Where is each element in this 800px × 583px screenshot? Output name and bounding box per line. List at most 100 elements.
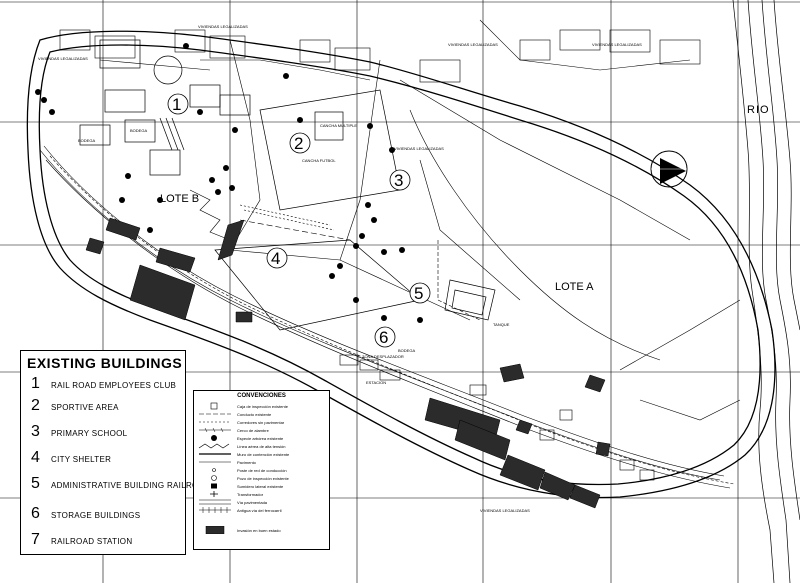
- convention-label: Corredores sin pavimentar: [237, 419, 285, 425]
- vivienda-label-1: VIVIENDAS LEGALIZADAS: [38, 56, 88, 61]
- convention-label: Vía pavimentada: [237, 499, 268, 505]
- tree-icon: [211, 435, 217, 441]
- bodega-label-2: BODEGA: [130, 128, 147, 133]
- legend-item: 4 CITY SHELTER: [31, 449, 111, 467]
- unpaved-path-icon: [199, 421, 231, 423]
- north-arrow-icon: [650, 150, 688, 188]
- convention-row: Especie arbórea existente: [197, 434, 326, 442]
- convention-label: Sumidero lateral existente: [237, 483, 284, 489]
- convention-label: Poste de red de conducción: [237, 467, 287, 473]
- legend-item: 6 STORAGE BUILDINGS: [31, 505, 140, 523]
- legend-item-number: 3: [31, 423, 40, 440]
- convention-label: Invasión en buen estado: [237, 527, 281, 533]
- legend-item-label: STORAGE BUILDINGS: [51, 511, 141, 520]
- convention-row: Transformador: [197, 490, 326, 498]
- legend-item: 3 PRIMARY SCHOOL: [31, 423, 127, 441]
- convention-row: Antigua vía del ferrocarril: [197, 506, 326, 514]
- zone-number-4: 4: [271, 249, 280, 268]
- convention-label: Transformador: [237, 491, 264, 497]
- zone-number-2: 2: [294, 134, 303, 153]
- zone-number-5: 5: [414, 284, 423, 303]
- wire-fence-icon: [199, 427, 231, 433]
- bodega-label-1: BODEGA: [78, 138, 95, 143]
- legend-title: EXISTING BUILDINGS: [27, 355, 183, 371]
- pavement-icon: [199, 461, 231, 463]
- lote-a-label: LOTE A: [555, 281, 594, 293]
- zone-marker-5: [409, 282, 431, 304]
- zone-number-6: 6: [379, 328, 388, 347]
- lote-b-label: LOTE B: [160, 193, 199, 205]
- convention-row: Conducto existente: [197, 410, 326, 418]
- convention-row: Línea aérea de alta tensión: [197, 442, 326, 450]
- zone-marker-4: [266, 247, 288, 269]
- bodega-label-3: BODEGA: [398, 348, 415, 353]
- vivienda-label-2: VIVIENDAS LEGALIZADAS: [198, 24, 248, 29]
- legend-item: 7 RAILROAD STATION: [31, 531, 132, 549]
- manhole-icon: [211, 475, 217, 481]
- zona-desplazador-label: ZONA DESPLAZADOR: [362, 354, 404, 359]
- zone-marker-1: [167, 93, 189, 115]
- conventions-title: CONVENCIONES: [237, 393, 286, 399]
- legend-item-label: RAILROAD STATION: [51, 537, 133, 546]
- zone-number-labels: 1 2 3 4 5 6: [172, 95, 423, 347]
- invasion-hatch-icon: [205, 526, 225, 534]
- conduit-line-icon: [199, 413, 231, 415]
- track-side-buildings: [339, 354, 655, 481]
- legend-item: 5 ADMINISTRATIVE BUILDING RAILROAD: [31, 475, 210, 493]
- side-drain-icon: [211, 483, 217, 489]
- legend-item: 1 RAIL ROAD EMPLOYEES CLUB: [31, 375, 176, 393]
- legend-item: 2 SPORTIVE AREA: [31, 397, 119, 415]
- legend-item-label: ADMINISTRATIVE BUILDING RAILROAD: [51, 481, 211, 490]
- convention-label: Conducto existente: [237, 411, 272, 417]
- legend-item-number: 2: [31, 397, 40, 414]
- legend-item-number: 4: [31, 449, 40, 466]
- convention-label: Línea aérea de alta tensión: [237, 443, 286, 449]
- legend-item-label: PRIMARY SCHOOL: [51, 429, 128, 438]
- inspection-box-icon: [210, 402, 218, 410]
- convention-row: Pavimento: [197, 458, 326, 466]
- transformer-icon: [210, 491, 218, 497]
- zone-marker-3: [389, 169, 411, 191]
- vivienda-label-5: VIVIENDAS LEGALIZADAS: [394, 146, 444, 151]
- northern-housing-plots: [59, 19, 701, 83]
- convention-row: Cerco de alambre: [197, 426, 326, 434]
- tanque-label: TANQUE: [493, 322, 510, 327]
- river: [732, 0, 800, 583]
- convention-row: Vía pavimentada: [197, 498, 326, 506]
- site-boundary: [26, 30, 776, 499]
- convention-label: Antigua vía del ferrocarril: [237, 507, 282, 513]
- legend-item-label: CITY SHELTER: [51, 455, 112, 464]
- zone-5-admin-building: [444, 279, 496, 321]
- vivienda-label-6: VIVIENDAS LEGALIZADAS: [480, 508, 530, 513]
- convention-label: Caja de inspección existente: [237, 403, 288, 409]
- cancha-futbol-label: CANCHA FUTBOL: [302, 158, 336, 163]
- convention-label: Especie arbórea existente: [237, 435, 284, 441]
- tree-symbols: [35, 43, 423, 323]
- retaining-wall-icon: [199, 453, 231, 455]
- zone-number-3: 3: [394, 171, 403, 190]
- convention-label: Pavimento: [237, 459, 256, 465]
- convention-row: Corredores sin pavimentar: [197, 418, 326, 426]
- hatched-buildings: [85, 217, 611, 509]
- estacion-label: ESTACION: [366, 380, 386, 385]
- legend-item-label: RAIL ROAD EMPLOYEES CLUB: [51, 381, 177, 390]
- zone-marker-2: [289, 132, 311, 154]
- old-railroad-icon: [199, 507, 231, 513]
- zone-1-buildings: [79, 39, 251, 176]
- vivienda-label-4: VIVIENDAS LEGALIZADAS: [592, 42, 642, 47]
- high-voltage-line-icon: [198, 443, 230, 449]
- convention-row: Caja de inspección existente: [197, 402, 326, 410]
- zone-number-1: 1: [172, 95, 181, 114]
- convention-row: Poste de red de conducción: [197, 466, 326, 474]
- convention-label: Muro de contención existente: [237, 451, 290, 457]
- zone-number-markers: [167, 93, 431, 348]
- legend-item-number: 7: [31, 531, 40, 548]
- convention-label: Pozo de inspección existente: [237, 475, 289, 481]
- zone-2-sport-area: [259, 89, 401, 211]
- convention-row: Sumidero lateral existente: [197, 482, 326, 490]
- existing-buildings-legend: EXISTING BUILDINGS 1 RAIL ROAD EMPLOYEES…: [20, 350, 210, 555]
- legend-item-label: SPORTIVE AREA: [51, 403, 119, 412]
- conventions-legend: CONVENCIONES Caja de inspección existent…: [193, 390, 330, 550]
- internal-roads: [99, 39, 741, 421]
